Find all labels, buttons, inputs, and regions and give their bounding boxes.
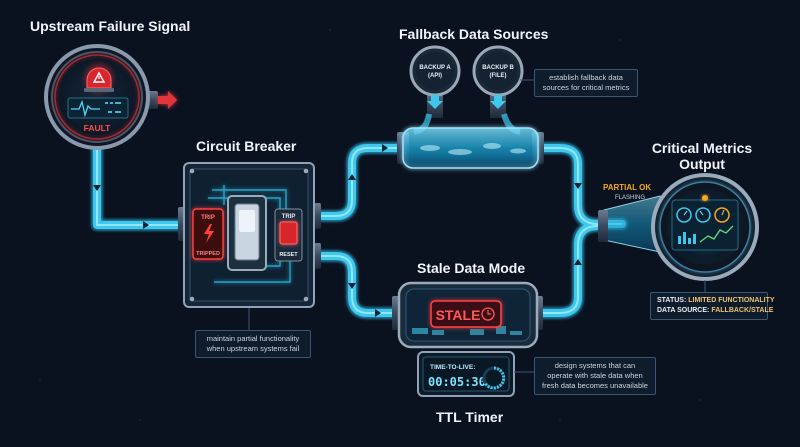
fallback-note-line2: sources for critical metrics — [542, 83, 630, 92]
data-source-line: DATA SOURCE: FALLBACK/STALE — [657, 306, 773, 316]
circuit-breaker-title: Circuit Breaker — [196, 138, 297, 154]
backup-b-label: BACKUP B — [482, 65, 514, 71]
upstream-failure-title: Upstream Failure Signal — [30, 18, 191, 34]
output-status-box: STATUS: LIMITED FUNCTIONALITY DATA SOURC… — [650, 292, 775, 320]
flashing-label: FLASHING — [615, 195, 645, 201]
critical-metrics-title-line1: Critical Metrics — [651, 140, 753, 156]
metric-gauge-icon — [676, 207, 692, 223]
critical-metrics-title-line2: Output — [679, 156, 725, 172]
down-arrow-icon — [427, 95, 443, 109]
fault-label: FAULT — [84, 123, 112, 133]
note-connectors — [248, 79, 706, 373]
partial-ok-label: PARTIAL OK — [603, 183, 651, 192]
tripped-label: TRIPPED — [196, 251, 220, 257]
breaker-note-line2: when upstream systems fail — [206, 344, 300, 353]
backup-b-type: (FILE) — [490, 73, 507, 79]
ttl-note-line3: fresh data becomes unavailable — [542, 381, 648, 390]
status-value: LIMITED FUNCTIONALITY — [688, 297, 775, 304]
critical-metrics-output — [598, 173, 759, 281]
backup-a-label: BACKUP A — [419, 65, 451, 71]
pipe-network — [90, 135, 629, 320]
stale-data-mode-title: Stale Data Mode — [417, 260, 526, 276]
failure-signal-arrow-icon — [158, 91, 177, 109]
lightning-bolt-icon — [204, 224, 214, 243]
ttl-timer-display: TIME-TO-LIVE: 00:05:30 — [417, 351, 515, 397]
background-pattern — [39, 29, 701, 421]
down-arrow-icon — [490, 95, 506, 109]
source-value: FALLBACK/STALE — [711, 307, 774, 314]
reset-label: RESET — [279, 252, 298, 258]
ttl-note-line1: design systems that can — [554, 361, 636, 370]
trend-line-icon — [699, 225, 734, 243]
fallback-note-line1: establish fallback data — [549, 73, 623, 82]
heartbeat-waveform-icon — [71, 99, 100, 118]
upstream-failure-gauge: FAULT — [44, 44, 158, 150]
stale-badge-label: STALE — [436, 307, 481, 323]
trip-indicator-label: TRIP — [201, 215, 215, 221]
metrics-dashboard — [671, 199, 739, 251]
fallback-note: establish fallback data sources for crit… — [534, 69, 638, 97]
ttl-countdown: 00:05:30 — [428, 375, 486, 389]
warning-triangle-icon — [92, 71, 106, 83]
fallback-data-tank: BACKUP A (API) BACKUP B (FILE) — [397, 45, 544, 169]
stale-badge — [430, 300, 502, 328]
stale-data-tank: STALE — [392, 281, 543, 349]
ttl-label: TIME-TO-LIVE: — [430, 364, 475, 371]
critical-metrics-title: Critical Metrics Output — [646, 140, 758, 172]
ttl-note-line2: operate with stale data when — [547, 371, 643, 380]
switch-trip-label: TRIP — [282, 214, 296, 220]
clock-icon — [481, 307, 495, 321]
ttl-timer-title: TTL Timer — [436, 409, 504, 425]
metric-gauge-icon — [695, 207, 711, 223]
fallback-sources-title: Fallback Data Sources — [399, 26, 549, 42]
ttl-note: design systems that can operate with sta… — [534, 357, 656, 395]
status-key: STATUS: — [657, 297, 687, 304]
status-line: STATUS: LIMITED FUNCTIONALITY — [657, 296, 775, 306]
breaker-note: maintain partial functionality when upst… — [195, 330, 311, 358]
status-led-icon — [702, 195, 708, 201]
circuit-breaker-panel: TRIP TRIPPED TRIP RESET — [178, 162, 321, 308]
metric-gauge-icon — [714, 207, 730, 223]
source-key: DATA SOURCE: — [657, 307, 710, 314]
breaker-note-line1: maintain partial functionality — [206, 334, 300, 343]
backup-a-type: (API) — [428, 73, 442, 79]
